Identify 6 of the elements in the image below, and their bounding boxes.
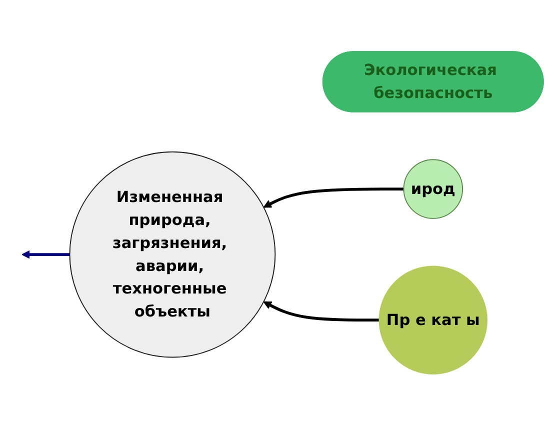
arrow [22, 250, 70, 259]
node-circle: Измененная природа, загрязнения, аварии, техногенные объекты [69, 152, 276, 358]
arrow [263, 302, 380, 322]
arrow [263, 188, 404, 208]
node-circle: Пр е кат ы [378, 266, 488, 375]
node-circle: ирод [403, 159, 464, 220]
